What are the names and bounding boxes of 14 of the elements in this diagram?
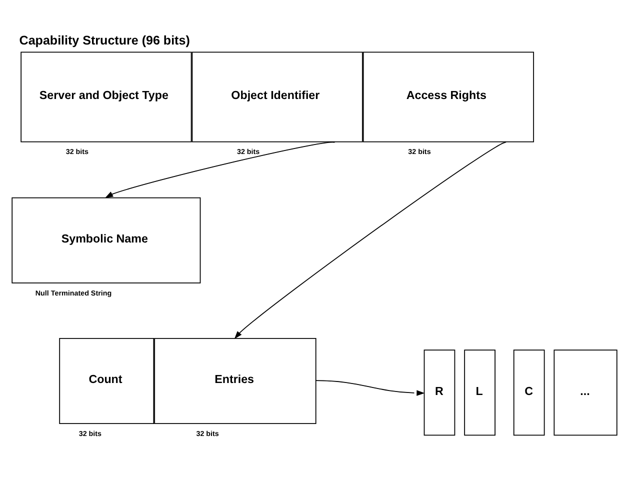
node-box: L — [464, 349, 496, 436]
node-box: Symbolic Name — [12, 196, 201, 283]
node-box: ... — [554, 349, 618, 436]
node-box: Object Identifier — [192, 51, 363, 142]
arrow — [234, 142, 506, 339]
arrow — [105, 141, 336, 198]
node-box: Count — [59, 338, 154, 424]
diagram-title: Capability Structure (96 bits) — [19, 32, 190, 47]
node-box: R — [424, 349, 456, 436]
arrow — [315, 380, 425, 396]
node-box: Entries — [154, 338, 316, 424]
node-box: Server and Object Type — [20, 51, 192, 142]
node-box: Access Rights — [362, 51, 534, 142]
node-box: C — [513, 349, 545, 436]
